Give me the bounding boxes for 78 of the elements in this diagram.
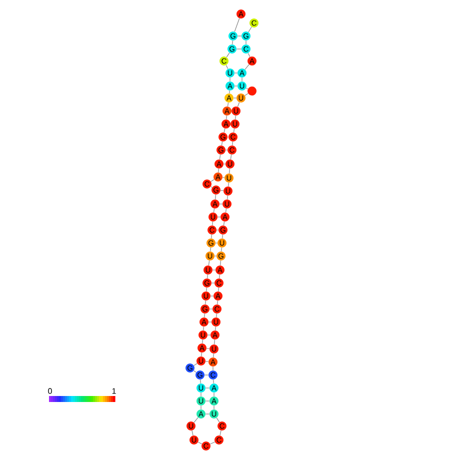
backbone-line	[215, 326, 216, 331]
backbone-line	[212, 221, 213, 226]
backbone-line	[210, 442, 216, 444]
base-pair-line	[234, 72, 238, 74]
backbone-line	[232, 40, 233, 45]
backbone-line	[217, 300, 218, 305]
backbone-line	[219, 154, 221, 160]
backbone-line	[192, 430, 194, 436]
base-pair-line	[207, 334, 211, 336]
backbone-line	[222, 234, 223, 239]
backbone-line	[212, 366, 214, 371]
backbone-line	[232, 141, 233, 146]
backbone-line	[227, 195, 228, 200]
backbone-line	[221, 141, 223, 146]
base-pair-line	[205, 400, 210, 402]
backbone-line	[224, 128, 226, 133]
backbone-line	[213, 208, 215, 213]
backbone-line	[210, 186, 212, 188]
backbone-line	[207, 274, 208, 279]
backbone-line	[227, 102, 229, 107]
backbone-line	[204, 313, 205, 318]
backbone-line	[226, 115, 227, 120]
backbone-line	[194, 363, 198, 366]
base-pair-line	[205, 361, 209, 362]
backbone-line	[226, 64, 228, 70]
backbone-line	[220, 430, 222, 436]
backbone-line	[230, 154, 232, 160]
backbone-line	[194, 417, 198, 423]
backbone-line	[246, 88, 248, 90]
backbone-line	[194, 370, 196, 373]
backbone-line	[200, 379, 201, 384]
backbone-line	[205, 300, 206, 305]
backbone-line	[200, 405, 202, 410]
nucleotide-circle	[248, 86, 256, 96]
base-pair-line	[222, 177, 225, 178]
base-pair-line	[211, 282, 215, 284]
backbone-line	[210, 179, 214, 182]
backbone-line	[234, 18, 240, 32]
backbone-line	[248, 26, 252, 32]
backbone-line	[248, 52, 250, 58]
backbone-line	[223, 221, 225, 226]
backbone-line	[237, 102, 240, 107]
backbone-line	[208, 260, 210, 266]
base-pair-line	[215, 242, 218, 244]
backbone-line	[215, 194, 216, 200]
base-pair-line	[217, 216, 221, 218]
backbone-line	[198, 442, 202, 444]
backbone-line	[228, 182, 229, 187]
backbone-line	[244, 64, 250, 70]
backbone-line	[218, 287, 219, 292]
backbone-line	[210, 247, 211, 252]
backbone-line	[225, 208, 227, 213]
backbone-line	[206, 287, 207, 292]
backbone-line	[235, 115, 236, 120]
backbone-line	[226, 52, 230, 58]
base-pair-line	[206, 348, 210, 349]
backbone-line	[202, 339, 203, 344]
backbone-line	[216, 418, 220, 422]
backbone-line	[213, 379, 214, 384]
backbone-line	[229, 168, 230, 174]
backbone-line	[219, 274, 220, 279]
backbone-line	[203, 326, 204, 331]
backbone-line	[201, 352, 202, 357]
backbone-line	[220, 260, 221, 266]
backbone-line	[221, 247, 222, 252]
base-pair-line	[236, 48, 242, 50]
backbone-line	[216, 313, 217, 318]
base-pair-line	[204, 374, 209, 376]
backbone-line	[229, 90, 230, 94]
backbone-line	[244, 93, 248, 96]
backbone-line	[218, 168, 219, 173]
backbone-line	[213, 353, 214, 358]
backbone-line	[233, 128, 235, 133]
backbone-line	[211, 234, 212, 239]
base-pair-line	[220, 190, 224, 191]
backbone-line	[214, 339, 215, 345]
base-pair-line	[209, 308, 213, 310]
backbone-line	[200, 392, 202, 397]
